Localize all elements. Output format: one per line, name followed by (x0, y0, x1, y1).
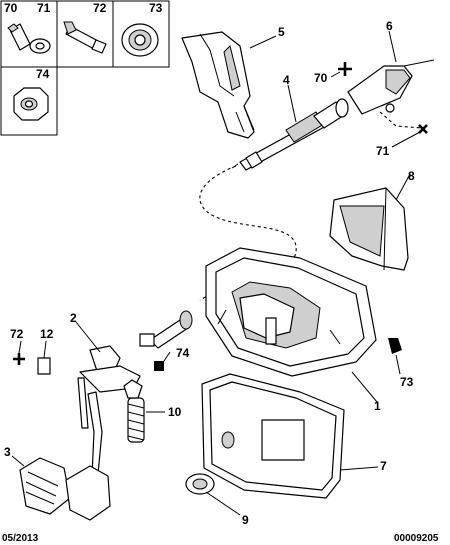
bushing-part-12 (37, 357, 51, 375)
callout-9: 9 (242, 513, 249, 527)
seal-73-marker (388, 338, 402, 354)
nut-74-marker (154, 361, 164, 371)
callout-74: 74 (176, 346, 190, 360)
inset-label-74: 74 (36, 67, 50, 81)
cover-part-8 (329, 187, 409, 271)
parts-inset-table: 70 71 72 73 74 (0, 0, 170, 136)
inset-label-73: 73 (149, 1, 163, 15)
callout-7: 7 (380, 459, 387, 473)
nut-icon (13, 87, 49, 121)
callout-2: 2 (70, 311, 77, 325)
gasket-plate-part-7 (201, 373, 345, 499)
plug-part-9 (185, 473, 215, 495)
bolt-icon (63, 21, 107, 54)
pedal-pad-part-3 (19, 457, 111, 521)
callout-3: 3 (4, 445, 11, 459)
footer-reference: 00009205 (394, 533, 439, 544)
callout-73: 73 (400, 375, 414, 389)
cable-bracket-part-5 (181, 31, 255, 139)
seal-ring-icon (121, 23, 159, 57)
release-lever-part-6 (347, 59, 435, 115)
callout-72: 72 (10, 327, 24, 341)
footer-date: 05/2013 (2, 533, 39, 544)
callout-12: 12 (40, 327, 54, 341)
callout-70: 70 (314, 71, 328, 85)
assist-spring-part-10 (123, 379, 145, 443)
callout-10: 10 (168, 405, 182, 419)
inset-label-70: 70 (4, 1, 18, 15)
callout-8: 8 (408, 169, 415, 183)
washer-71-marker (418, 124, 428, 134)
inset-label-71: 71 (37, 1, 51, 15)
callout-labels: 5 6 4 70 71 8 1 73 74 2 12 72 10 3 7 9 (4, 19, 415, 527)
housing-part-1 (205, 247, 377, 377)
pushrod-assembly (139, 310, 193, 349)
bolt-70-marker (338, 62, 352, 76)
inset-label-72: 72 (93, 1, 107, 15)
clutch-cable-part-4 (231, 98, 349, 171)
callout-4: 4 (283, 73, 290, 87)
bolt-72-marker (13, 353, 25, 365)
callout-1: 1 (374, 399, 381, 413)
part-6-fixing-leader (379, 111, 423, 129)
leader-lines (11, 30, 421, 516)
bolt-with-washer-icon (7, 23, 51, 54)
callout-71: 71 (376, 144, 390, 158)
callout-6: 6 (386, 19, 393, 33)
callout-5: 5 (278, 25, 285, 39)
